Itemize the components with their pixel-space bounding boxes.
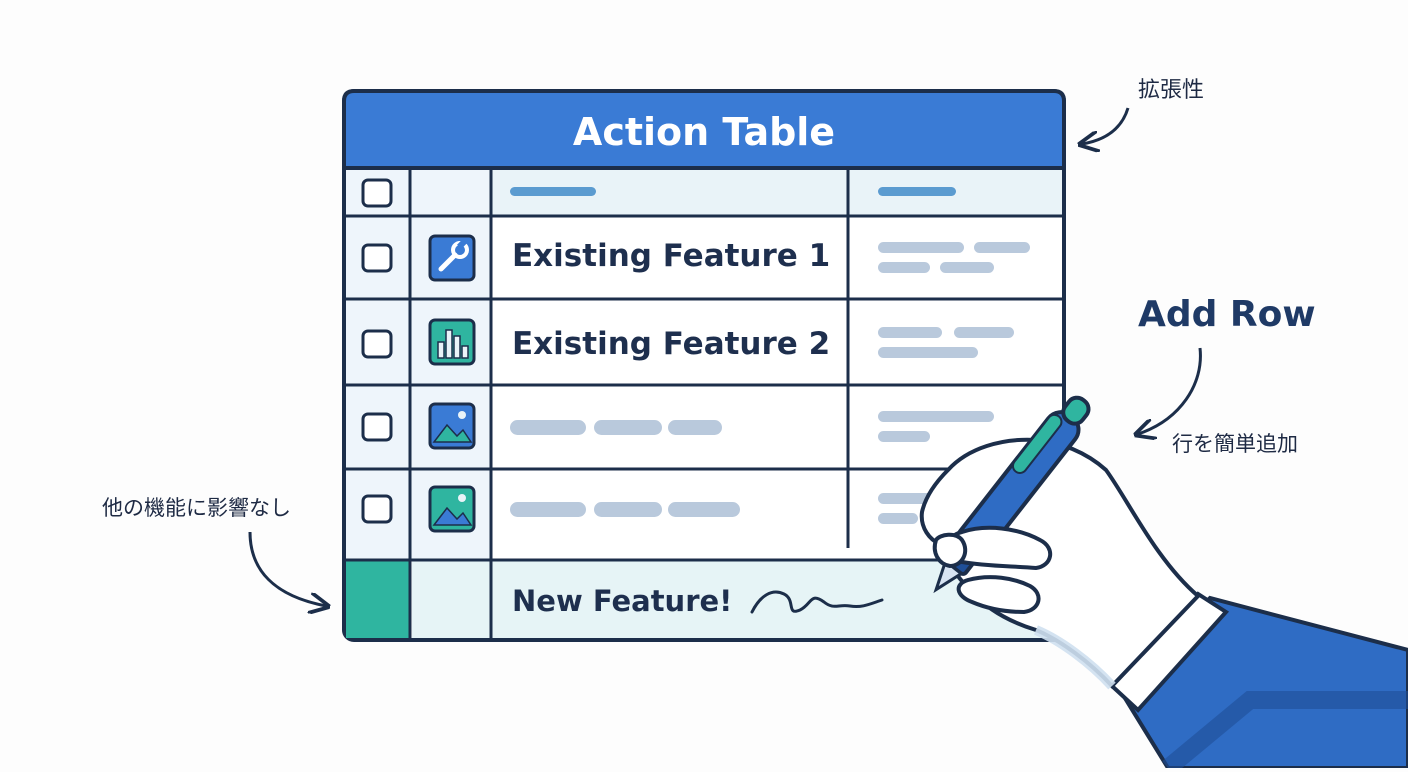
image-icon — [428, 485, 476, 533]
table-header — [342, 89, 1066, 170]
row-checkbox[interactable] — [361, 243, 393, 273]
column-header-placeholder — [510, 187, 596, 196]
easy-add-annotation: 行を簡単追加 — [1172, 432, 1298, 456]
add-row-annotation: Add Row — [1138, 294, 1316, 335]
row-checkbox[interactable] — [361, 329, 393, 359]
table-title: Action Table — [572, 110, 836, 154]
detail-placeholder — [878, 242, 1030, 524]
wrench-icon — [428, 234, 476, 282]
add-row-arrow — [1138, 347, 1202, 434]
image-icon — [428, 402, 476, 450]
finger — [956, 575, 1041, 615]
new-row-marker — [346, 561, 410, 638]
column-header-placeholder — [878, 187, 956, 196]
bar-chart-icon — [428, 318, 476, 366]
signature-squiggle — [750, 590, 884, 614]
no-impact-arrow — [248, 531, 326, 606]
no-impact-annotation: 他の機能に影響なし — [102, 496, 291, 520]
feature-label: Existing Feature 1 — [512, 238, 831, 274]
row-checkbox[interactable] — [361, 412, 393, 442]
scalability-annotation: 拡張性 — [1138, 78, 1205, 103]
column-dividers — [408, 168, 850, 640]
row-text-placeholder — [510, 420, 740, 517]
scalability-arrow — [1082, 107, 1130, 144]
hand-with-pen — [919, 395, 1408, 772]
new-feature-label: New Feature! — [512, 584, 733, 618]
action-table — [342, 89, 1066, 642]
row-checkbox[interactable] — [361, 494, 393, 524]
fingernail — [932, 532, 968, 569]
feature-label: Existing Feature 2 — [512, 326, 831, 362]
row-dividers — [344, 214, 1064, 562]
select-all-checkbox[interactable] — [361, 178, 393, 208]
